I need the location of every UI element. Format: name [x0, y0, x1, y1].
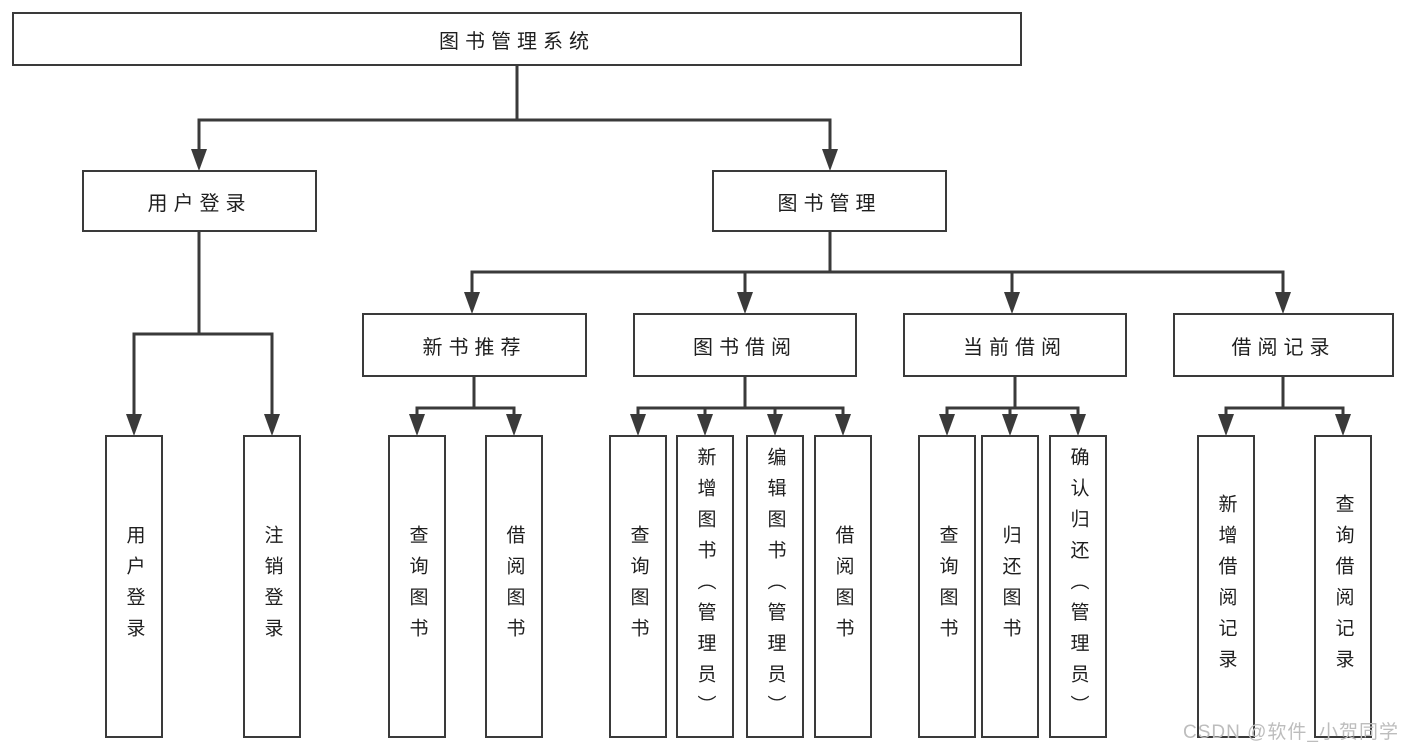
- leaf-borrow-query-books: 查询图书: [609, 435, 667, 738]
- csdn-watermark: CSDN @软件_小贺同学: [1183, 722, 1399, 743]
- node-label: 图书借阅: [693, 336, 797, 359]
- leaf-label: 注销登录: [261, 524, 283, 649]
- leaf-label: 借阅图书: [832, 524, 854, 649]
- leaf-current-query-books: 查询图书: [918, 435, 976, 738]
- node-label: 图书管理系统: [439, 30, 595, 53]
- leaf-records-add-record: 新增借阅记录: [1197, 435, 1255, 738]
- leaf-label: 归还图书: [999, 524, 1021, 649]
- leaf-label: 查询借阅记录: [1332, 493, 1354, 680]
- edges-borrow-records-to-leaves: [1218, 377, 1351, 436]
- edges-user-login-to-leaves: [126, 232, 280, 436]
- node-new-book-recommendation: 新书推荐: [362, 313, 587, 377]
- node-label: 图书管理: [777, 192, 882, 215]
- leaf-user-login: 用户登录: [105, 435, 163, 738]
- node-label: 用户登录: [147, 192, 252, 215]
- edges-root-to-level2: [191, 66, 838, 171]
- node-borrowing-records: 借阅记录: [1173, 313, 1394, 377]
- node-current-borrowing: 当前借阅: [903, 313, 1127, 377]
- edges-new-book-rec-to-leaves: [409, 377, 522, 436]
- leaf-label: 新增借阅记录: [1215, 493, 1237, 680]
- leaf-label: 用户登录: [123, 524, 145, 649]
- leaf-records-query-record: 查询借阅记录: [1314, 435, 1372, 738]
- node-book-management: 图书管理: [712, 170, 947, 232]
- edges-book-borrow-to-leaves: [630, 377, 851, 436]
- leaf-label: 编辑图书（管理员）: [764, 447, 786, 726]
- leaf-logout: 注销登录: [243, 435, 301, 738]
- leaf-borrow-edit-books-admin: 编辑图书（管理员）: [746, 435, 804, 738]
- leaf-current-confirm-return-admin: 确认归还（管理员）: [1049, 435, 1107, 738]
- node-book-borrowing: 图书借阅: [633, 313, 857, 377]
- leaf-label: 查询图书: [936, 524, 958, 649]
- edges-book-management-to-level3: [464, 232, 1291, 314]
- leaf-label: 新增图书（管理员）: [694, 447, 716, 726]
- node-label: 当前借阅: [963, 336, 1067, 359]
- leaf-newbook-query-books: 查询图书: [388, 435, 446, 738]
- leaf-label: 查询图书: [406, 524, 428, 649]
- leaf-label: 查询图书: [627, 524, 649, 649]
- node-library-management-system: 图书管理系统: [12, 12, 1022, 66]
- leaf-current-return-books: 归还图书: [981, 435, 1039, 738]
- leaf-newbook-borrow-books: 借阅图书: [485, 435, 543, 738]
- leaf-borrow-add-books-admin: 新增图书（管理员）: [676, 435, 734, 738]
- node-label: 新书推荐: [422, 336, 527, 359]
- leaf-label: 确认归还（管理员）: [1067, 447, 1089, 726]
- leaf-label: 借阅图书: [503, 524, 525, 649]
- node-user-login: 用户登录: [82, 170, 317, 232]
- node-label: 借阅记录: [1231, 336, 1336, 359]
- leaf-borrow-borrow-books: 借阅图书: [814, 435, 872, 738]
- edges-current-borrow-to-leaves: [939, 377, 1086, 436]
